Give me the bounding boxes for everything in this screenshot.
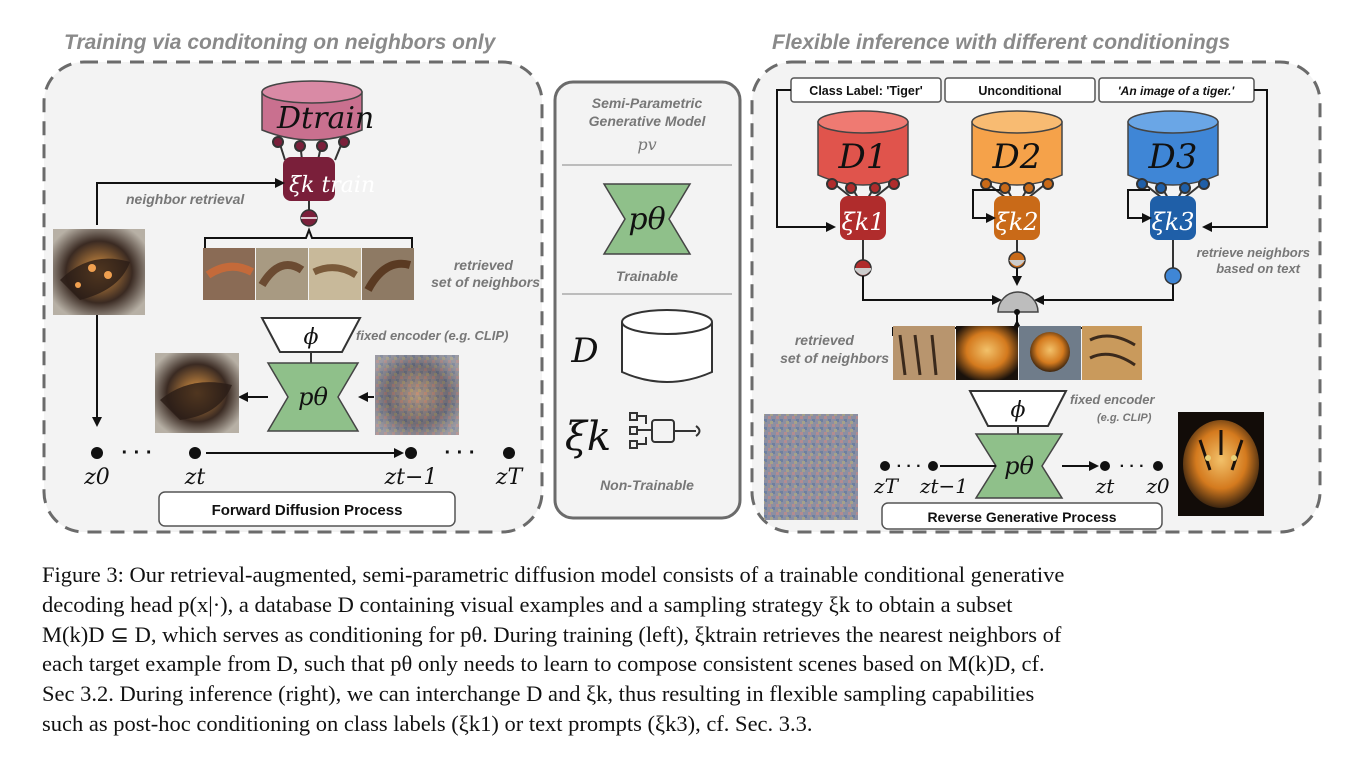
middle-database-icon xyxy=(621,309,713,383)
forward-chain: · · · · · · z0 zt zt−1 zT xyxy=(83,442,524,490)
denoised-lizard-image xyxy=(155,353,239,433)
forward-dots-2: · · · xyxy=(444,442,475,464)
infer-encoder: ϕ xyxy=(968,390,1068,427)
train-model: pθ xyxy=(266,362,360,432)
rev-z0-label: z0 xyxy=(1145,474,1170,498)
forward-dots-1: · · · xyxy=(121,442,152,464)
train-model-symbol: pθ xyxy=(298,383,328,411)
sampler-1-label: ξk1 xyxy=(841,208,884,236)
retrieve-text-label-1: retrieve neighbors xyxy=(1197,245,1310,260)
noise-image xyxy=(764,414,858,520)
middle-panel-frame xyxy=(553,80,742,520)
middle-title-1: Semi-Parametric xyxy=(592,95,703,111)
database-2: D2 xyxy=(971,110,1063,186)
middle-sampler-icon xyxy=(629,412,701,449)
sampler-3: ξk3 xyxy=(1150,196,1196,240)
caption-line-4: each target example from D, such that pθ… xyxy=(42,651,1045,677)
neighbor-retrieval-label: neighbor retrieval xyxy=(126,191,245,207)
infer-model-symbol: pθ xyxy=(1004,452,1034,480)
infer-encoder-label-2: (e.g. CLIP) xyxy=(1097,412,1152,424)
non-trainable-label: Non-Trainable xyxy=(600,477,694,493)
train-sampler-label: ξk train xyxy=(289,173,375,198)
neighbor-retrieval-arrow xyxy=(96,178,285,225)
figure-caption: Figure 3: Our retrieval-augmented, semi-… xyxy=(42,560,1334,739)
train-neighbor-strip xyxy=(203,248,414,300)
rev-zt-minus-1-label: zt−1 xyxy=(919,474,968,498)
middle-database-symbol: D xyxy=(570,331,598,371)
rev-zt-label: zt xyxy=(1095,474,1116,498)
database-3-label: D3 xyxy=(1148,137,1198,177)
figure-diagram: Dtrain ξk train neighbor retrieval xyxy=(42,60,1322,534)
train-retrieved-label-2: set of neighbors xyxy=(431,274,540,290)
reverse-dots-2: · · · xyxy=(1120,458,1145,475)
right-panel-title: Flexible inference with different condit… xyxy=(772,31,1231,54)
train-db-connectors xyxy=(272,136,350,161)
reverse-process-box xyxy=(881,502,1163,530)
noisy-lizard-image xyxy=(375,355,459,435)
zt-minus-1-label: zt−1 xyxy=(384,465,438,490)
zT-label: zT xyxy=(495,465,525,490)
condition-class-label: Class Label: 'Tiger' xyxy=(809,84,922,98)
caption-line-6: such as post-hoc conditioning on class l… xyxy=(42,710,813,736)
condition-lines xyxy=(776,89,1268,232)
tiger-neighbor-strip xyxy=(893,326,1142,380)
trainable-label: Trainable xyxy=(616,268,678,284)
train-sampler: ξk train xyxy=(283,157,375,227)
z0-label: z0 xyxy=(83,465,110,490)
tiger-output-image xyxy=(1178,412,1264,516)
neighbors-brace xyxy=(204,227,413,248)
train-database-label: Dtrain xyxy=(276,101,374,136)
feedback-loops xyxy=(972,189,1152,223)
left-panel-title: Training via conditoning on neighbors on… xyxy=(64,31,496,54)
rev-zT-label: zT xyxy=(873,474,900,498)
train-encoder-symbol: ϕ xyxy=(304,325,319,350)
zt-label: zt xyxy=(184,465,206,490)
middle-pv-label: pv xyxy=(637,135,656,154)
sampler-2-label: ξk2 xyxy=(995,208,1038,236)
reverse-dots-1: · · · xyxy=(897,458,922,475)
condition-unconditional: Unconditional xyxy=(978,84,1061,98)
caption-line-5: Sec 3.2. During inference (right), we ca… xyxy=(42,681,1035,707)
caption-line-2: decoding head p(x|·), a database D conta… xyxy=(42,591,1013,617)
selector-switch xyxy=(862,268,1174,328)
train-encoder-label: fixed encoder (e.g. CLIP) xyxy=(356,328,508,343)
infer-encoder-symbol: ϕ xyxy=(1011,398,1026,423)
middle-model-symbol: pθ xyxy=(628,202,665,237)
middle-title-2: Generative Model xyxy=(589,113,707,129)
database-2-label: D2 xyxy=(992,137,1042,177)
db-sampler-connectors xyxy=(826,178,1210,199)
train-encoder: ϕ xyxy=(260,317,362,353)
database-3: D3 xyxy=(1127,110,1219,186)
condition-text-prompt: 'An image of a tiger.' xyxy=(1118,84,1236,98)
query-lizard-image xyxy=(53,229,145,315)
sampler-1: ξk1 xyxy=(840,196,886,240)
forward-process-label: Forward Diffusion Process xyxy=(212,502,403,519)
train-retrieved-label-1: retrieved xyxy=(454,257,514,273)
reverse-chain: · · · · · · zT zt−1 zt z0 xyxy=(873,458,1170,498)
sampler-3-label: ξk3 xyxy=(1151,208,1194,236)
caption-line-3: M(k)D ⊆ D, which serves as conditioning … xyxy=(42,621,1062,647)
database-1-label: D1 xyxy=(838,137,888,177)
condition-boxes xyxy=(790,77,1255,103)
infer-retrieved-label-2: set of neighbors xyxy=(780,350,889,366)
middle-model: pθ xyxy=(602,183,692,255)
sampler-2: ξk2 xyxy=(994,196,1040,240)
infer-retrieved-label-1: retrieved xyxy=(795,332,855,348)
database-1: D1 xyxy=(817,110,909,186)
retrieve-text-label-2: based on text xyxy=(1216,261,1300,276)
train-database: Dtrain xyxy=(261,80,374,141)
caption-line-1: Figure 3: Our retrieval-augmented, semi-… xyxy=(42,562,1065,587)
middle-sampler-symbol: ξk xyxy=(565,414,611,460)
reverse-process-label: Reverse Generative Process xyxy=(927,509,1116,525)
forward-process-box xyxy=(158,491,456,527)
infer-encoder-label-1: fixed encoder xyxy=(1070,392,1155,407)
